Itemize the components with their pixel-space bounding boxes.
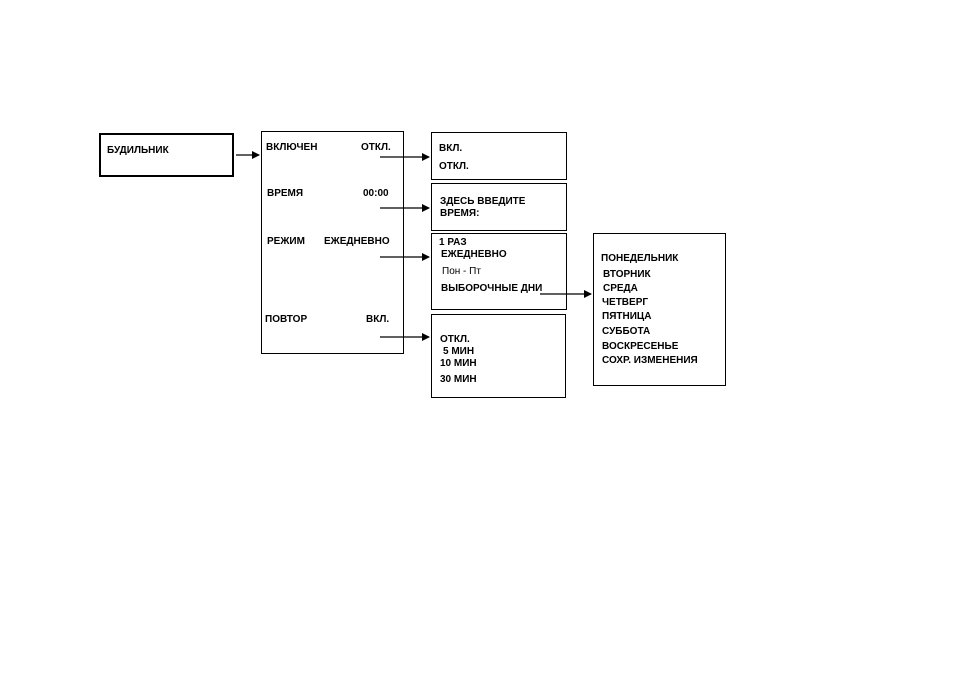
day-sunday[interactable]: ВОСКРЕСЕНЬЕ xyxy=(602,341,678,353)
day-wednesday[interactable]: СРЕДА xyxy=(603,283,638,295)
time-entry-text-line2: ВРЕМЯ: xyxy=(440,208,479,220)
menu-item-time-value[interactable]: 00:00 xyxy=(363,188,389,200)
alarm-root-box[interactable]: БУДИЛЬНИК xyxy=(99,133,234,177)
repeat-option-off[interactable]: ОТКЛ. xyxy=(440,334,470,346)
repeat-options-box: ОТКЛ. 5 МИН 10 МИН 30 МИН xyxy=(431,314,566,398)
repeat-option-5min[interactable]: 5 МИН xyxy=(443,346,474,358)
alarm-settings-menu: ВКЛЮЧЕН ОТКЛ. ВРЕМЯ 00:00 РЕЖИМ ЕЖЕДНЕВН… xyxy=(261,131,404,354)
mode-options-box: 1 РАЗ ЕЖЕДНЕВНО Пон - Пт ВЫБОРОЧНЫЕ ДНИ xyxy=(431,233,567,310)
days-selection-box: ПОНЕДЕЛЬНИК ВТОРНИК СРЕДА ЧЕТВЕРГ ПЯТНИЦ… xyxy=(593,233,726,386)
day-friday[interactable]: ПЯТНИЦА xyxy=(602,311,651,323)
day-thursday[interactable]: ЧЕТВЕРГ xyxy=(602,297,648,309)
save-changes-option[interactable]: СОХР. ИЗМЕНЕНИЯ xyxy=(602,355,698,367)
mode-option-once[interactable]: 1 РАЗ xyxy=(439,237,467,249)
menu-item-repeat-label[interactable]: ПОВТОР xyxy=(265,314,307,326)
enabled-options-box: ВКЛ. ОТКЛ. xyxy=(431,132,567,180)
repeat-option-10min[interactable]: 10 МИН xyxy=(440,358,477,370)
menu-item-enabled-label[interactable]: ВКЛЮЧЕН xyxy=(266,142,317,154)
mode-option-daily[interactable]: ЕЖЕДНЕВНО xyxy=(441,249,507,261)
time-entry-text-line1: ЗДЕСЬ ВВЕДИТЕ xyxy=(440,196,525,208)
menu-item-repeat-value[interactable]: ВКЛ. xyxy=(366,314,389,326)
day-tuesday[interactable]: ВТОРНИК xyxy=(603,269,651,281)
menu-item-mode-value[interactable]: ЕЖЕДНЕВНО xyxy=(324,236,390,248)
menu-item-mode-label[interactable]: РЕЖИМ xyxy=(267,236,305,248)
menu-item-enabled-value[interactable]: ОТКЛ. xyxy=(361,142,391,154)
menu-item-time-label[interactable]: ВРЕМЯ xyxy=(267,188,303,200)
mode-option-selected-days[interactable]: ВЫБОРОЧНЫЕ ДНИ xyxy=(441,283,542,295)
day-monday[interactable]: ПОНЕДЕЛЬНИК xyxy=(601,253,678,265)
option-on[interactable]: ВКЛ. xyxy=(439,143,462,155)
time-entry-box: ЗДЕСЬ ВВЕДИТЕ ВРЕМЯ: xyxy=(431,183,567,231)
option-off[interactable]: ОТКЛ. xyxy=(439,161,469,173)
mode-option-weekdays[interactable]: Пон - Пт xyxy=(442,266,481,278)
day-saturday[interactable]: СУББОТА xyxy=(602,326,650,338)
alarm-root-label: БУДИЛЬНИК xyxy=(107,145,169,157)
repeat-option-30min[interactable]: 30 МИН xyxy=(440,374,477,386)
